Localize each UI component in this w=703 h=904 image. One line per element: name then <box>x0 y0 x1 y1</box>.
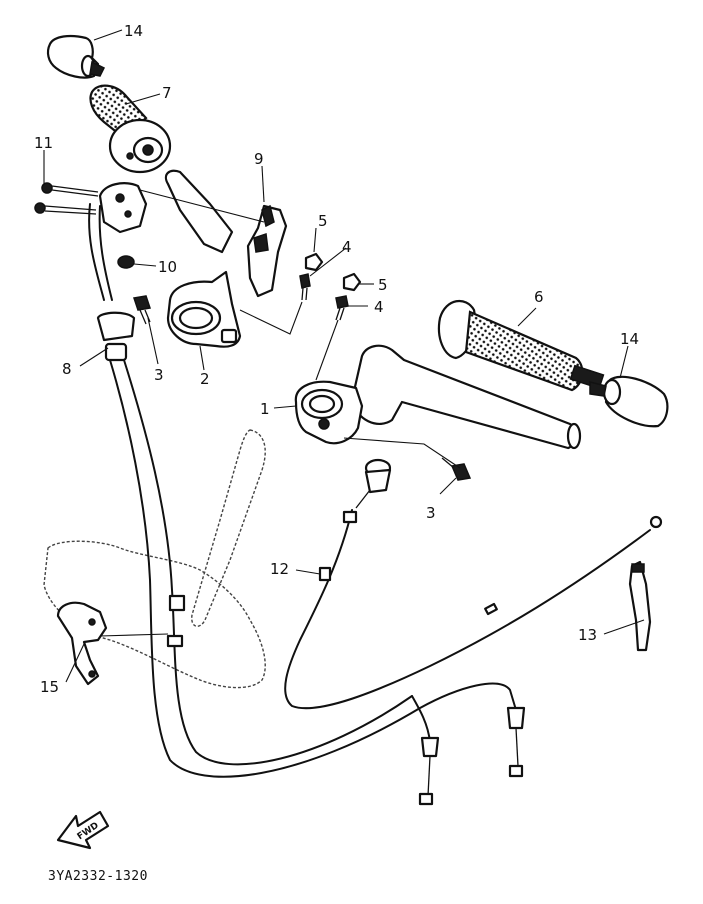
callout-14-left: 14 <box>124 22 143 40</box>
choke-cable <box>284 509 663 710</box>
cable-band <box>628 560 652 652</box>
handlebar-right <box>350 344 582 450</box>
bolt-4-upper <box>299 273 311 301</box>
callout-15: 15 <box>40 678 59 696</box>
bolt-11-upper <box>41 182 99 197</box>
bar-end-weight-right <box>589 375 669 428</box>
callout-4-lower: 4 <box>374 298 384 316</box>
throttle-grip <box>89 84 172 174</box>
forward-arrow-icon: FWD <box>56 810 110 850</box>
callout-13: 13 <box>578 626 597 644</box>
callout-3-right: 3 <box>426 504 436 522</box>
bolt-3-right <box>441 457 472 481</box>
bar-end-weight-left <box>46 34 106 79</box>
handlebar-clamp-left <box>166 270 242 348</box>
callout-5-upper: 5 <box>318 212 328 230</box>
switch-housing-left <box>98 182 148 234</box>
choke-knob <box>355 458 392 509</box>
callout-11: 11 <box>34 134 53 152</box>
callout-3-left: 3 <box>154 366 164 384</box>
callout-14-right: 14 <box>620 330 639 348</box>
cable-end-left <box>418 736 440 806</box>
callout-5-lower: 5 <box>378 276 388 294</box>
nut-5-upper <box>304 252 324 272</box>
handlebar-clamp-right <box>294 380 364 445</box>
nut-5-lower <box>342 272 362 292</box>
callout-8: 8 <box>62 360 72 378</box>
leader-lines <box>43 29 645 683</box>
callout-9: 9 <box>254 150 264 168</box>
callout-2: 2 <box>200 370 210 388</box>
callout-6: 6 <box>534 288 544 306</box>
callout-12: 12 <box>270 560 289 578</box>
callout-1: 1 <box>260 400 270 418</box>
callout-4-upper: 4 <box>342 238 352 256</box>
cable-junction <box>96 311 136 362</box>
nut-10 <box>117 255 135 269</box>
lever-bracket <box>246 204 288 298</box>
callout-10: 10 <box>158 258 177 276</box>
bolt-11-lower <box>34 202 97 215</box>
cable-end-right <box>506 706 526 778</box>
bolt-4-lower <box>335 295 349 321</box>
frame-outline-ghost <box>43 429 266 689</box>
cable-bracket <box>56 601 108 686</box>
callout-7: 7 <box>162 84 172 102</box>
diagram-code: 3YA2332-1320 <box>48 869 148 884</box>
handlebar-grip <box>437 300 605 392</box>
bolt-3-left <box>133 295 151 325</box>
handlebar-left <box>164 169 234 254</box>
